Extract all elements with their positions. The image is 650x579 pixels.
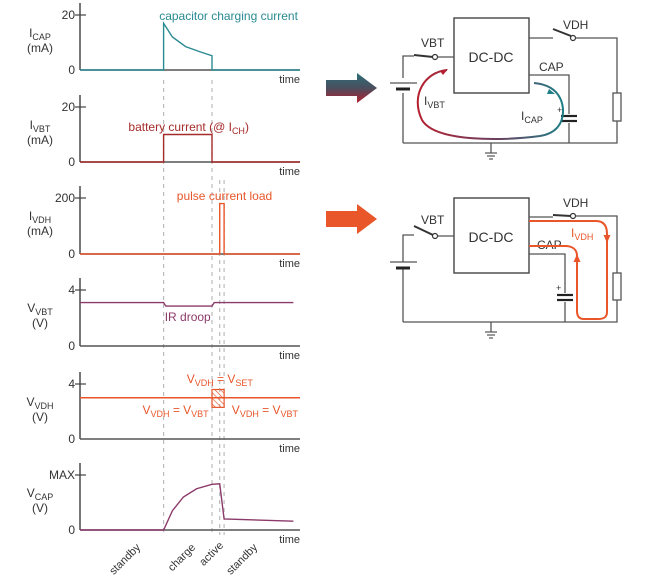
current-loop-vbt-cap — [416, 69, 564, 140]
circuit-active-mode: DC-DC VBT VDH CAP + — [326, 196, 622, 339]
x-axis-label: time — [279, 350, 300, 362]
y-tick-label: 0 — [68, 339, 75, 353]
vdh-switch-contact — [569, 212, 577, 220]
capacitor-plus: + — [557, 105, 562, 115]
icap-arrowhead-icon — [547, 89, 555, 94]
y-tick-label: 0 — [68, 155, 75, 169]
y-tick-label: 0 — [68, 523, 75, 537]
load-resistor — [612, 92, 622, 122]
vbt-switch-contact — [431, 53, 439, 61]
y-tick-label: MAX — [49, 468, 75, 482]
y-tick-label: 0 — [68, 63, 75, 77]
y-axis-label: IVBT — [30, 118, 51, 134]
y-axis-label: VCAP — [27, 486, 54, 502]
ivdh-arrowhead-down-icon — [603, 235, 611, 243]
vbt-switch — [413, 225, 434, 236]
load-resistor — [612, 272, 622, 301]
circuit-charge-mode: DC-DC VBT VDH CAP + — [326, 17, 622, 160]
y-axis-label: VVBT — [27, 301, 53, 317]
y-tick-label: 4 — [68, 283, 75, 297]
y-axis-label: ICAP — [29, 26, 51, 42]
ground-icon — [485, 143, 497, 160]
y-axis-unit: (mA) — [27, 224, 53, 238]
x-axis-label: time — [279, 258, 300, 270]
orange-arrow-icon — [326, 204, 377, 234]
y-axis-unit: (V) — [32, 501, 48, 515]
current-loop-vdh — [529, 220, 608, 320]
dc-dc-label: DC-DC — [468, 49, 513, 65]
ivdh-label: IVDH — [571, 226, 593, 242]
annotation-battery-current: battery current (@ ICH) — [128, 120, 249, 136]
series-line — [80, 133, 300, 163]
vbt-switch-contact — [431, 232, 439, 240]
y-tick-label: 20 — [62, 8, 76, 22]
phase-label-standby-1: standby — [107, 541, 143, 577]
ivdh-arrowhead-up-icon — [573, 254, 581, 262]
vdh-label: VDH — [563, 196, 588, 210]
vdh-switch-contact — [569, 34, 577, 42]
chart-vcap: 0 MAX VCAP(V) time — [27, 463, 300, 546]
ground-icon — [485, 322, 497, 339]
x-axis-label: time — [279, 166, 300, 178]
series-line — [80, 483, 294, 531]
vdh-switch — [552, 28, 572, 37]
annotation-pulse-load: pulse current load — [177, 189, 272, 203]
y-axis-label: IVDH — [29, 209, 51, 225]
y-axis-unit: (V) — [32, 410, 48, 424]
y-axis-unit: (V) — [32, 316, 48, 330]
capacitor-plus: + — [556, 283, 561, 293]
x-axis-label: time — [279, 534, 300, 546]
y-axis-unit: (mA) — [27, 41, 53, 55]
icap-label: ICAP — [521, 109, 543, 125]
dc-dc-block — [453, 17, 530, 94]
phase-label-charge: charge — [166, 542, 198, 574]
y-tick-label: 0 — [68, 432, 75, 446]
phase-label-standby-2: standby — [224, 541, 260, 577]
series-line — [80, 202, 300, 255]
phase-label-active: active — [197, 540, 226, 569]
vbt-switch — [413, 54, 434, 58]
vset-hatched-region — [211, 388, 225, 408]
vdh-label: VDH — [563, 18, 588, 32]
vdh-switch — [552, 214, 572, 217]
vbt-label: VBT — [421, 213, 445, 227]
gradient-arrow-icon — [326, 73, 377, 103]
cap-label: CAP — [539, 60, 564, 74]
series-line — [80, 20, 300, 71]
ivbt-arrowhead-icon — [440, 69, 448, 75]
annotation-capacitor-charging: capacitor charging current — [159, 9, 298, 23]
annotation-ir-droop: IR droop — [165, 310, 211, 324]
dc-dc-label: DC-DC — [468, 229, 513, 245]
y-tick-label: 20 — [62, 100, 76, 114]
series-line — [80, 301, 294, 307]
x-axis-label: time — [279, 443, 300, 455]
phase-dividers — [163, 80, 225, 535]
y-tick-label: 200 — [55, 191, 75, 205]
annotation-vdh-equals-vbt-right: VVDH = VVBT — [232, 403, 299, 419]
vbt-label: VBT — [421, 36, 445, 50]
x-axis-label: time — [279, 74, 300, 86]
ivbt-label: IVBT — [424, 94, 445, 110]
phase-labels: standby charge active standby — [107, 540, 260, 578]
y-tick-label: 0 — [68, 247, 75, 261]
annotation-vdh-equals-vset: VVDH = VSET — [187, 372, 254, 388]
y-tick-label: 4 — [68, 377, 75, 391]
y-axis-unit: (mA) — [27, 133, 53, 147]
y-axis-label: VVDH — [26, 395, 53, 411]
annotation-vdh-equals-vbt-left: VVDH = VVBT — [142, 403, 209, 419]
